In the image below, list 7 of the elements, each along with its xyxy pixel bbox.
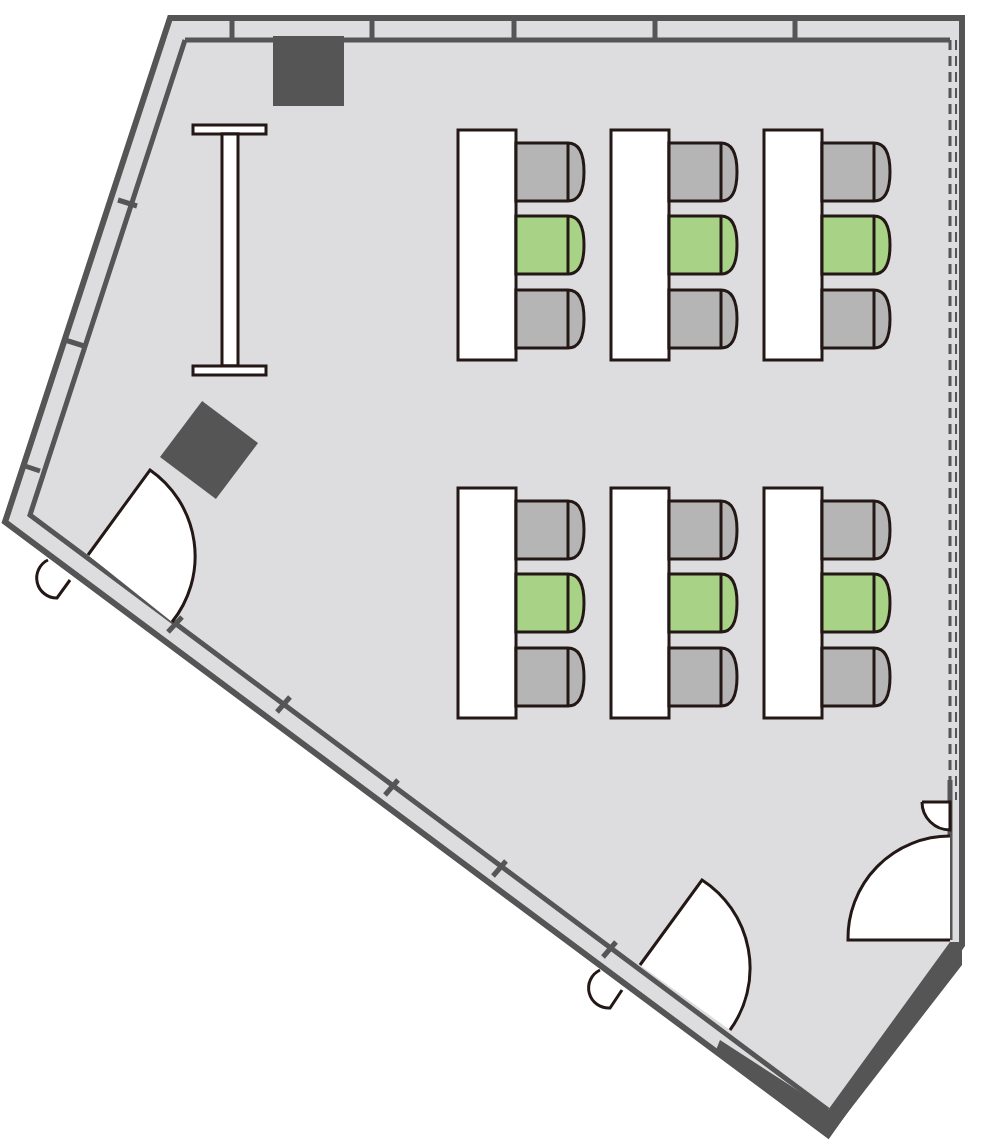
desk <box>762 128 824 362</box>
desk <box>609 486 671 720</box>
desk <box>609 128 671 362</box>
desk <box>456 486 518 720</box>
pillar <box>273 36 344 106</box>
desk <box>762 486 824 720</box>
desk <box>456 128 518 362</box>
